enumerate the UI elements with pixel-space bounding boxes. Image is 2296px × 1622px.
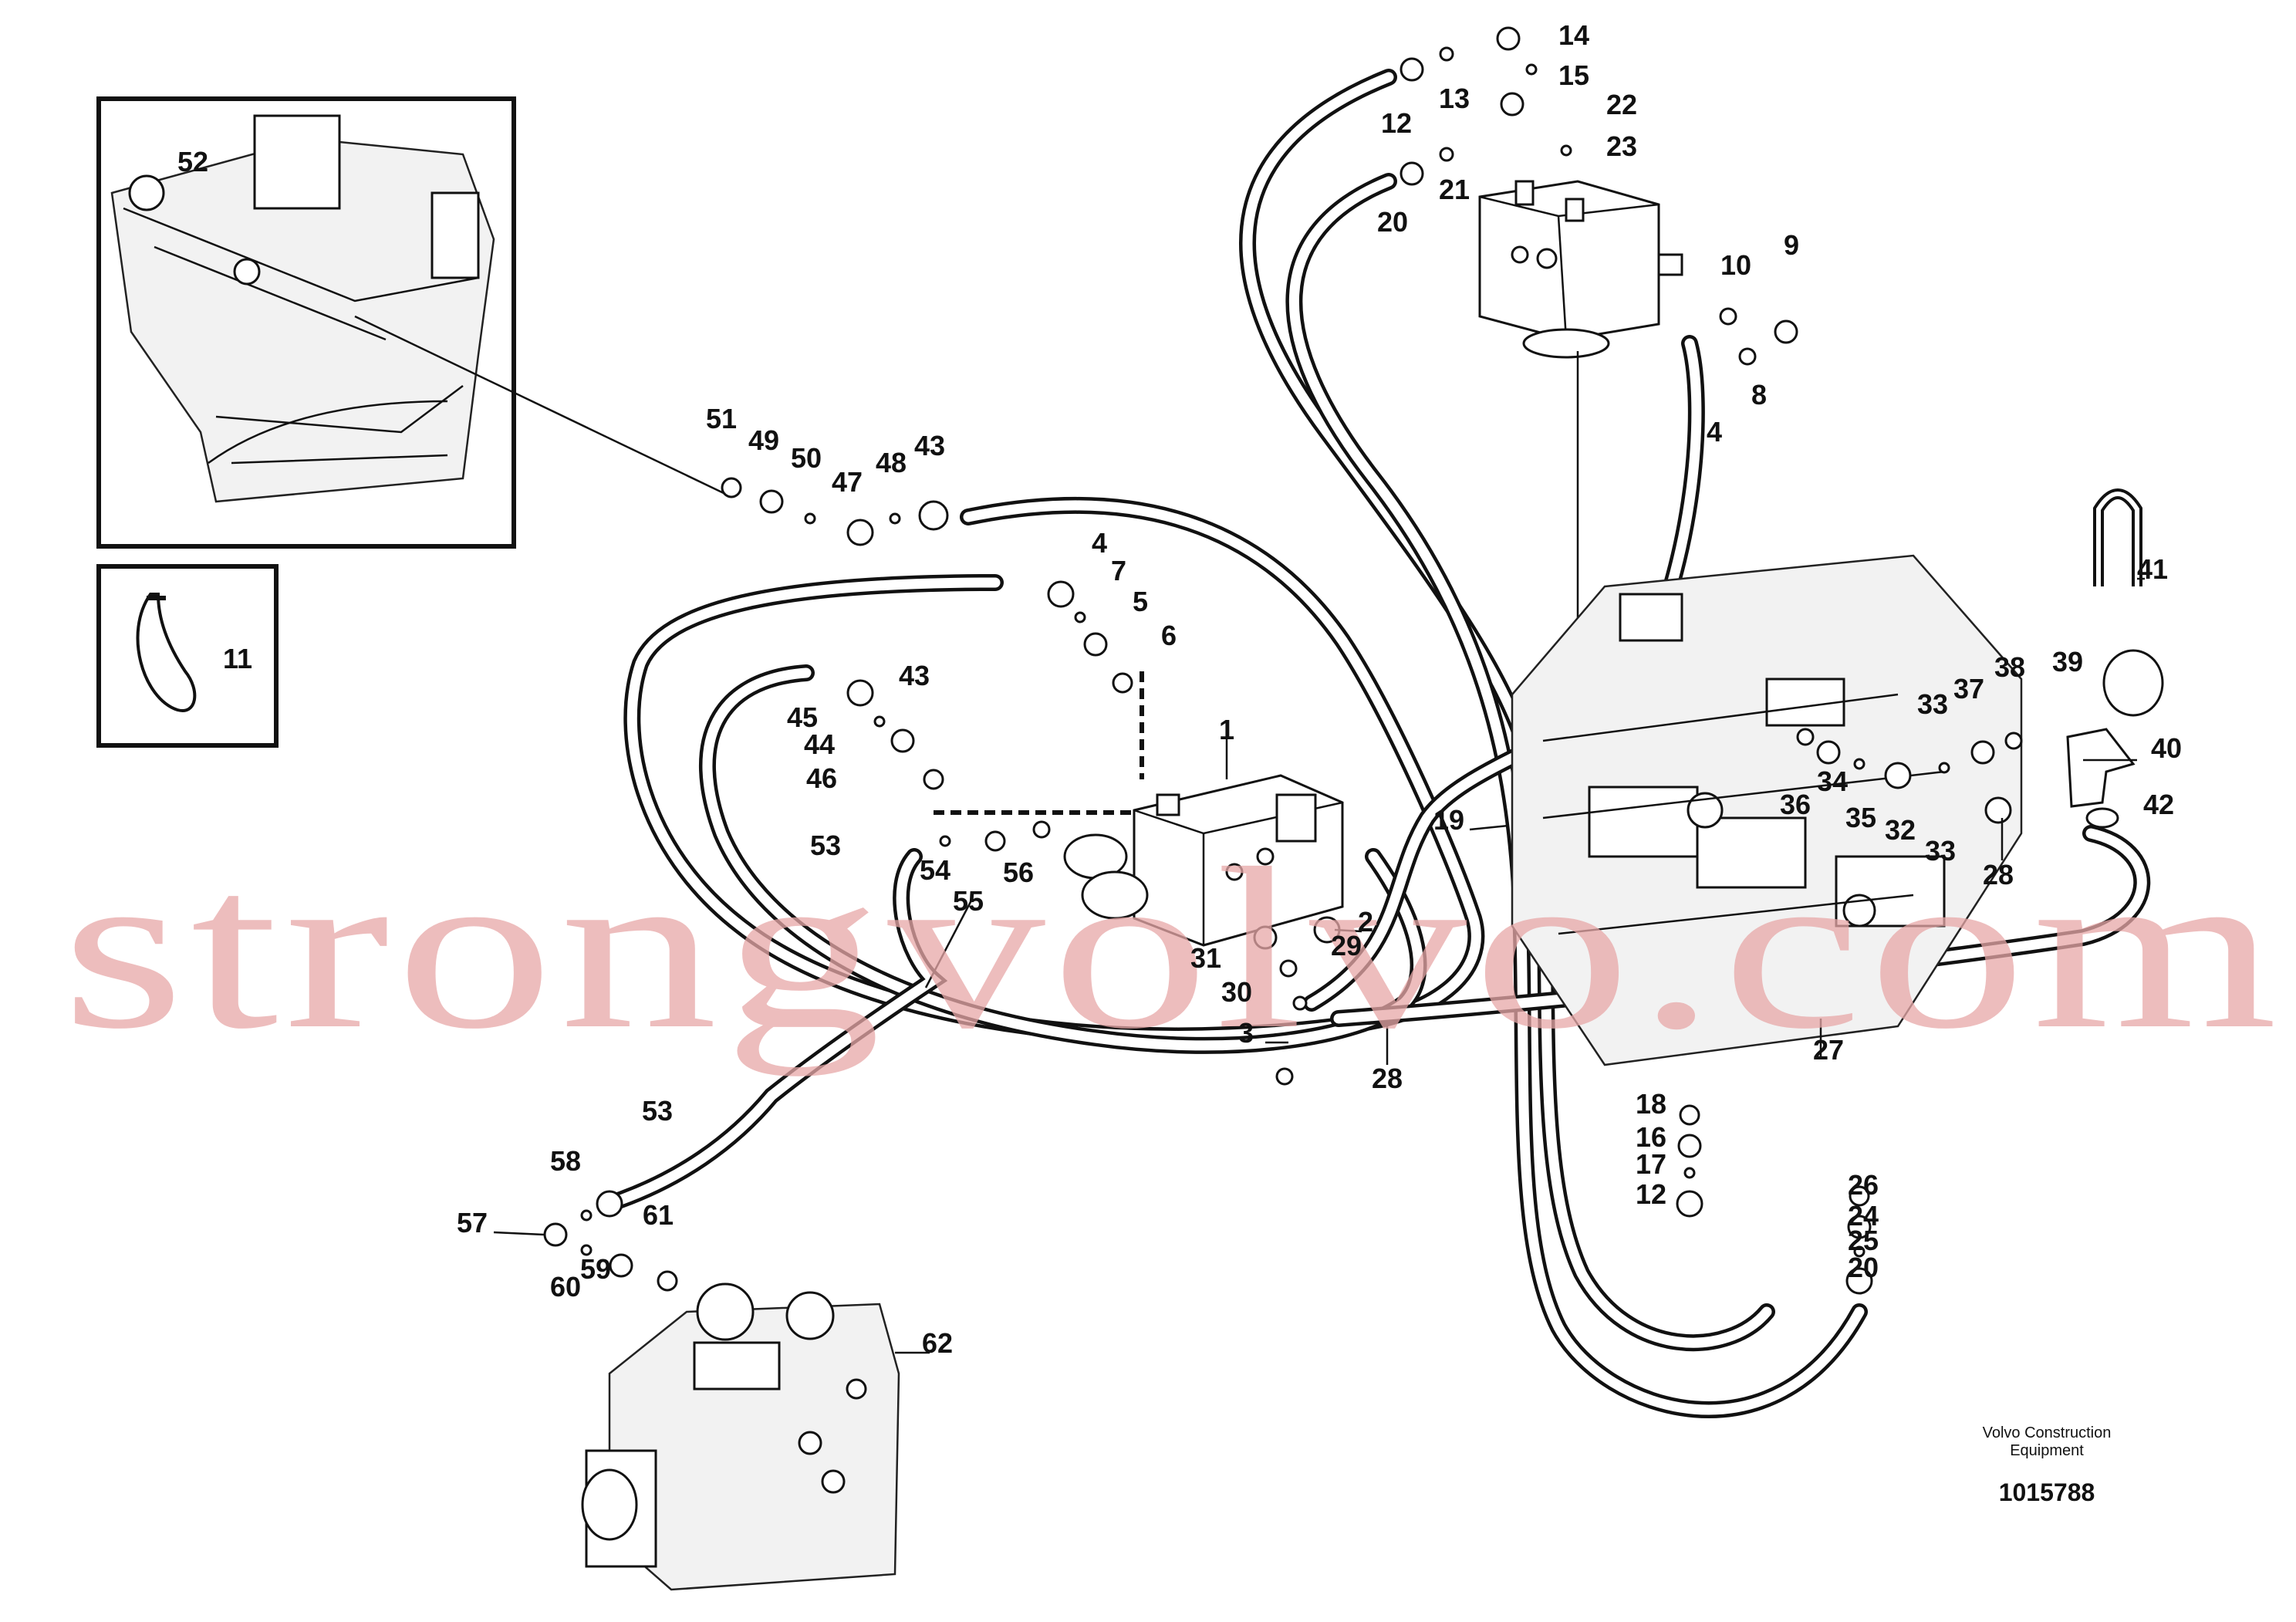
callout-label-28: 28 — [1372, 1063, 1403, 1094]
callout-label-33: 33 — [1925, 835, 1956, 867]
callout-label-36: 36 — [1780, 789, 1811, 820]
callout-label-20: 20 — [1377, 206, 1408, 238]
callout-label-60: 60 — [550, 1271, 581, 1303]
callout-label-58: 58 — [550, 1145, 581, 1177]
callout-label-4: 4 — [1092, 527, 1107, 559]
callout-label-6: 6 — [1161, 620, 1177, 651]
footer-company-line2: Equipment — [2010, 1442, 2084, 1459]
callout-label-12: 12 — [1636, 1178, 1666, 1210]
callout-label-3: 3 — [1238, 1017, 1254, 1049]
callout-label-19: 19 — [1433, 804, 1464, 836]
callout-label-59: 59 — [580, 1253, 611, 1285]
inset-cable-tie — [96, 564, 279, 748]
callout-label-54: 54 — [920, 854, 950, 886]
callout-label-22: 22 — [1606, 89, 1637, 120]
callout-label-14: 14 — [1558, 19, 1589, 51]
bottom-left-valve — [581, 1282, 900, 1591]
callout-label-34: 34 — [1817, 765, 1848, 797]
callout-label-25: 25 — [1848, 1225, 1879, 1256]
callout-label-17: 17 — [1636, 1148, 1666, 1180]
callout-label-16: 16 — [1636, 1121, 1666, 1153]
callout-label-46: 46 — [806, 762, 837, 794]
callout-label-10: 10 — [1720, 249, 1751, 281]
footer-doc-number: 1015788 — [1999, 1478, 2095, 1506]
callout-label-12: 12 — [1381, 107, 1412, 139]
callout-label-51: 51 — [706, 403, 737, 434]
inset-frame-detail — [96, 96, 516, 549]
callout-label-62: 62 — [922, 1327, 953, 1359]
callout-label-52: 52 — [177, 146, 208, 177]
callout-label-26: 26 — [1848, 1169, 1879, 1201]
callout-label-50: 50 — [791, 442, 822, 474]
callout-label-45: 45 — [787, 701, 818, 733]
callout-label-35: 35 — [1845, 802, 1876, 833]
u-bolt-bracket — [2066, 488, 2164, 829]
fittings — [543, 26, 2023, 1295]
callout-label-33: 33 — [1917, 688, 1948, 720]
callout-label-48: 48 — [876, 447, 907, 478]
main-control-valve — [1511, 554, 2023, 1066]
callout-label-32: 32 — [1885, 814, 1916, 846]
callout-label-30: 30 — [1221, 976, 1252, 1008]
callout-label-5: 5 — [1133, 586, 1148, 617]
callout-label-1: 1 — [1219, 714, 1234, 745]
callout-label-43: 43 — [914, 430, 945, 461]
callout-label-2: 2 — [1358, 906, 1373, 938]
callout-label-53: 53 — [642, 1095, 673, 1127]
callout-label-24: 24 — [1848, 1200, 1879, 1232]
callout-label-57: 57 — [457, 1207, 488, 1238]
callout-label-8: 8 — [1751, 379, 1767, 411]
callout-label-53: 53 — [810, 830, 841, 861]
callout-label-42: 42 — [2143, 789, 2174, 820]
callout-label-29: 29 — [1331, 930, 1362, 961]
callout-label-47: 47 — [832, 466, 863, 498]
top-valve-block — [1478, 180, 1683, 756]
footer-company-line1: Volvo Construction — [1983, 1424, 2112, 1441]
callout-label-27: 27 — [1813, 1034, 1844, 1066]
callout-label-37: 37 — [1953, 673, 1984, 705]
callout-label-39: 39 — [2052, 646, 2083, 678]
callout-label-40: 40 — [2151, 732, 2182, 764]
callout-label-7: 7 — [1111, 555, 1126, 586]
callout-label-61: 61 — [643, 1199, 674, 1231]
callout-label-15: 15 — [1558, 59, 1589, 91]
callout-label-41: 41 — [2137, 553, 2168, 585]
callout-label-49: 49 — [748, 424, 779, 456]
callout-label-28: 28 — [1983, 859, 2014, 890]
callout-labels: 1234567489101112131415202122231927282829… — [177, 19, 2182, 1359]
callout-label-13: 13 — [1439, 83, 1470, 114]
callout-label-21: 21 — [1439, 174, 1470, 205]
callout-label-9: 9 — [1784, 229, 1799, 261]
callout-label-18: 18 — [1636, 1088, 1666, 1120]
callout-label-38: 38 — [1994, 651, 2025, 683]
central-valve-block — [934, 671, 1344, 947]
callout-label-55: 55 — [953, 885, 984, 917]
callout-label-44: 44 — [804, 728, 835, 760]
callout-label-23: 23 — [1606, 130, 1637, 162]
watermark: strongvolvo.com — [62, 820, 2284, 1077]
callout-label-56: 56 — [1003, 857, 1034, 888]
callout-label-43: 43 — [899, 660, 930, 691]
callout-label-11: 11 — [223, 643, 252, 674]
leader-lines — [354, 315, 2145, 1354]
callout-label-20: 20 — [1848, 1252, 1879, 1283]
callout-label-4: 4 — [1707, 416, 1722, 448]
callout-label-31: 31 — [1190, 942, 1221, 974]
